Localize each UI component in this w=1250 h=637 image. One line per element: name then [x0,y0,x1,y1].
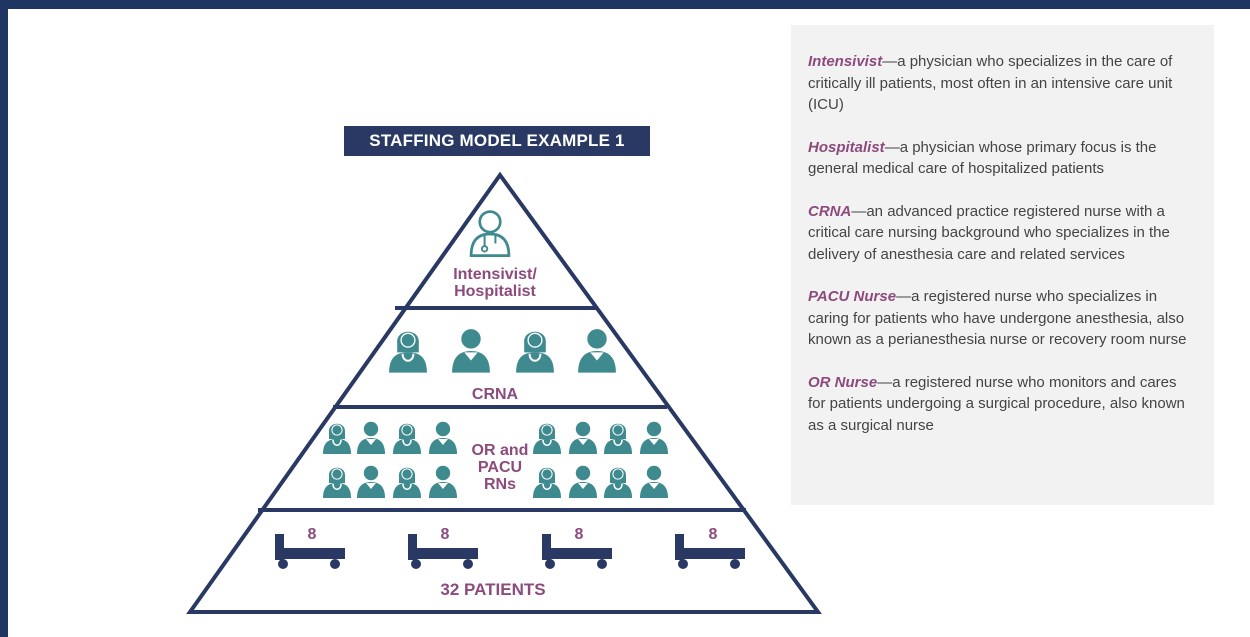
tier-label-intensivist: Intensivist/ Hospitalist [420,266,570,300]
definition-text: —a registered nurse who monitors and car… [808,373,1185,434]
definition-term: Intensivist [808,53,883,70]
definition-crna: CRNA—an advanced practice registered nur… [808,201,1196,266]
crna-icon-3 [515,330,555,374]
bed-count-1: 8 [307,526,317,543]
tier-label-intensivist-line1: Intensivist/ [453,266,537,283]
crna-icon-2 [452,329,490,373]
definition-text: —a registered nurse who specializes in c… [808,288,1187,348]
tier-label-crna: CRNA [471,386,519,403]
definition-pacu-nurse: PACU Nurse—a registered nurse who specia… [808,286,1196,351]
bed-count-2: 8 [440,526,450,543]
tier-label-patients: 32 PATIENTS [440,580,546,599]
definitions-panel: Intensivist—a physician who specializes … [791,25,1214,505]
bed-count-4: 8 [708,526,718,543]
definition-term: Hospitalist [808,138,885,156]
crna-icons [388,329,616,374]
bed-count-3: 8 [574,526,584,543]
tier-label-rns-line2: PACU [477,459,523,476]
definition-text: —a physician whose primary focus is the … [808,138,1157,178]
tier-label-rns: OR and PACU RNs [455,442,545,493]
diagram-canvas: STAFFING MODEL EXAMPLE 1 Intensivist/ Ho… [8,9,1250,637]
definition-hospitalist: Hospitalist—a physician whose primary fo… [808,137,1196,180]
definition-term: CRNA [808,202,852,220]
crna-icon-1 [388,330,428,374]
intensivist-icon [469,210,511,257]
diagram-title: STAFFING MODEL EXAMPLE 1 [344,126,650,156]
definition-or-nurse: OR Nurse—a registered nurse who monitors… [808,372,1196,437]
tier-label-intensivist-line2: Hospitalist [454,283,536,300]
pyramid-outline [186,171,822,614]
tier-label-rns-line1: OR and [471,442,529,459]
definition-intensivist: Intensivist—a physician who specializes … [808,51,1196,116]
crna-icon-4 [578,329,616,373]
staffing-pyramid [186,171,822,614]
tier-label-rns-line3: RNs [483,476,516,493]
definition-term: OR Nurse [808,373,878,391]
definition-term: PACU Nurse [808,288,897,305]
definition-text: —a physician who specializes in the care… [808,53,1173,113]
definition-text: —an advanced practice registered nurse w… [808,202,1170,263]
